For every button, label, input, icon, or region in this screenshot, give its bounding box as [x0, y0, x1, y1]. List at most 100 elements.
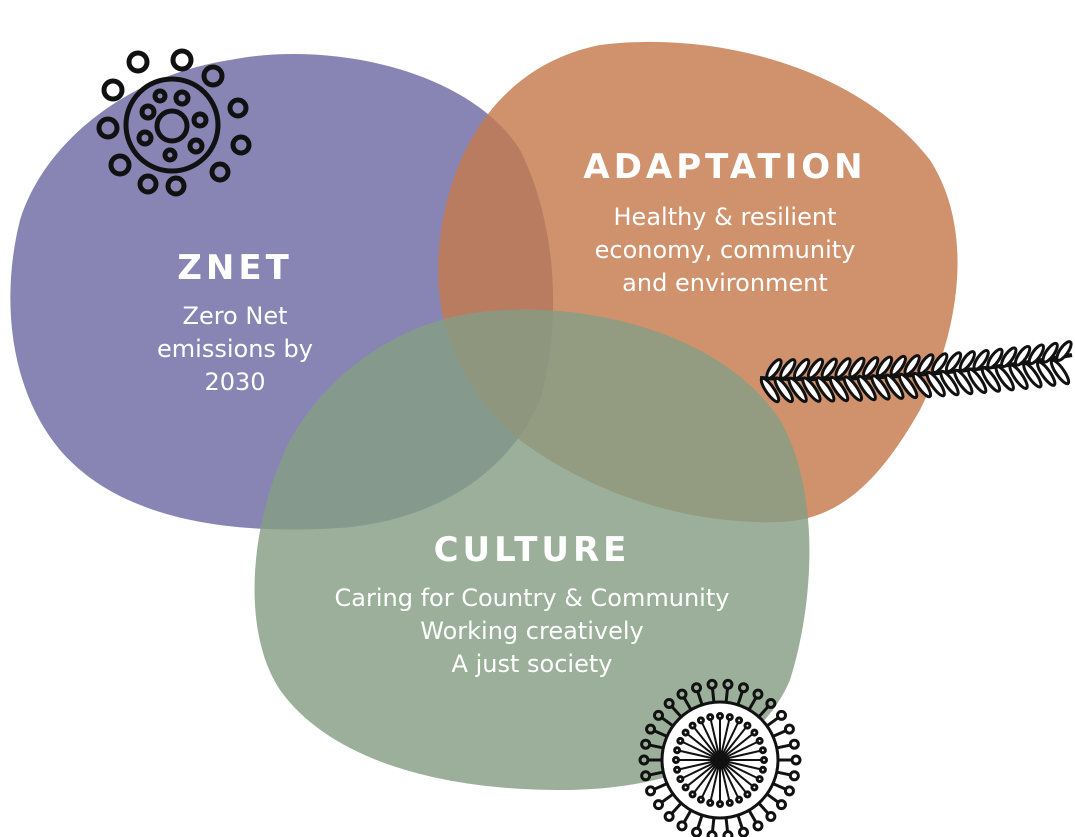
seed-spike — [724, 688, 730, 703]
seed-spike-tip — [706, 678, 718, 690]
seed-spike-tip — [663, 698, 675, 710]
seed-ray — [719, 721, 740, 761]
znet-label: ZNET Zero Net emissions by 2030 — [110, 248, 360, 399]
adaptation-description: Healthy & resilient economy, community a… — [560, 201, 890, 300]
seed-dot — [743, 790, 752, 799]
seed-spike-tip — [722, 830, 734, 837]
znet-line-1: Zero Net — [182, 302, 288, 330]
culture-heading: CULTURE — [433, 530, 631, 570]
seed-spike-tip — [783, 785, 795, 797]
znet-line-2: emissions by — [157, 335, 313, 363]
seed-spike — [710, 688, 716, 703]
seed-spike-tip — [765, 698, 777, 710]
seed-ray — [681, 740, 721, 761]
fern-leaf — [939, 369, 960, 397]
seed-spike — [653, 729, 668, 738]
adaptation-line-1: Healthy & resilient — [613, 203, 837, 231]
seed-spike-tip — [790, 754, 802, 766]
seed-ray — [719, 759, 740, 799]
fern-leaf — [773, 376, 794, 404]
seed-spike-tip — [765, 810, 777, 822]
seed-spike — [772, 782, 787, 791]
seed-ray — [719, 749, 762, 761]
seed-spike — [736, 814, 744, 829]
seed-ray — [686, 733, 721, 761]
seed-ray — [681, 759, 721, 780]
seed-dot — [676, 736, 685, 745]
seed-ray — [686, 759, 721, 787]
seed-dot — [672, 756, 680, 764]
fern-leaf — [903, 354, 921, 376]
fern-leaf — [884, 373, 905, 400]
seed-spike — [670, 802, 683, 815]
seed-spike-tip — [752, 820, 764, 832]
seed-dot — [696, 716, 705, 725]
seed-dot — [706, 798, 715, 807]
adaptation-line-2: economy, community — [594, 236, 856, 264]
seed-spike-tip — [640, 738, 652, 750]
seed-spike — [776, 770, 791, 777]
fern-leaf — [787, 376, 808, 404]
seed-spike — [696, 691, 704, 706]
seed-spike — [660, 716, 674, 728]
fern-leaf — [980, 366, 1002, 393]
seed-dot — [755, 736, 764, 745]
fern-leaf — [820, 357, 838, 380]
fern-leaf — [889, 354, 907, 377]
seed-ray — [693, 726, 721, 761]
seed-spike — [649, 770, 664, 777]
seed-ray — [719, 759, 762, 771]
fern-leaf — [862, 356, 880, 378]
fern-leaf — [1055, 340, 1073, 362]
seed-spike-tip — [783, 723, 795, 735]
adaptation-label: ADAPTATION Healthy & resilient economy, … — [560, 147, 890, 300]
seed-spike-tip — [691, 826, 703, 837]
fern-leaf — [793, 358, 811, 380]
fern-leaf — [931, 352, 949, 374]
seed-spike — [682, 696, 693, 711]
seed-ray — [719, 759, 754, 787]
adaptation-line-3: and environment — [622, 269, 828, 297]
seed-dot — [716, 800, 724, 808]
fern-leaf — [1022, 362, 1043, 389]
seed-dot — [750, 728, 759, 737]
seed-dot — [681, 728, 690, 737]
seed-dot — [681, 783, 690, 792]
fern-leaf — [944, 351, 963, 373]
fern-leaf — [834, 357, 852, 379]
seed-ray — [709, 759, 721, 802]
seed-ray — [719, 759, 747, 794]
culture-line-3: A just society — [451, 650, 613, 678]
seed-ray — [719, 759, 759, 780]
seed-spike-tip — [676, 688, 688, 700]
seed-spike — [682, 809, 693, 824]
fern-leaf — [897, 372, 919, 400]
seed-spike — [670, 705, 683, 718]
fern-leaf — [815, 376, 836, 403]
seed-spike — [736, 691, 744, 706]
seed-spike-tip — [788, 738, 800, 750]
seed-ray — [719, 733, 754, 761]
seed-spike — [757, 705, 770, 718]
znet-heading: ZNET — [177, 248, 293, 288]
seed-dot — [696, 795, 705, 804]
seed-dot — [743, 721, 752, 730]
seed-spike-tip — [645, 723, 657, 735]
seed-ray — [719, 726, 747, 761]
seed-dot — [673, 765, 682, 774]
fern-leaf — [958, 350, 976, 372]
seed-ray — [700, 759, 721, 799]
fern-leaf — [759, 376, 781, 404]
fern-leaf — [779, 358, 797, 380]
seed-dot — [755, 775, 764, 784]
seed-spike — [710, 817, 716, 832]
fern-leaf — [875, 355, 894, 378]
seed-spike-tip — [645, 785, 657, 797]
seed-dot — [725, 798, 734, 807]
fern-leaf — [1013, 344, 1032, 367]
spiked-seed-icon — [638, 678, 802, 837]
culture-description: Caring for Country & Community Working c… — [282, 582, 782, 681]
seed-dot — [706, 713, 715, 722]
seed-dot — [688, 790, 697, 799]
fern-leaf — [870, 374, 891, 401]
